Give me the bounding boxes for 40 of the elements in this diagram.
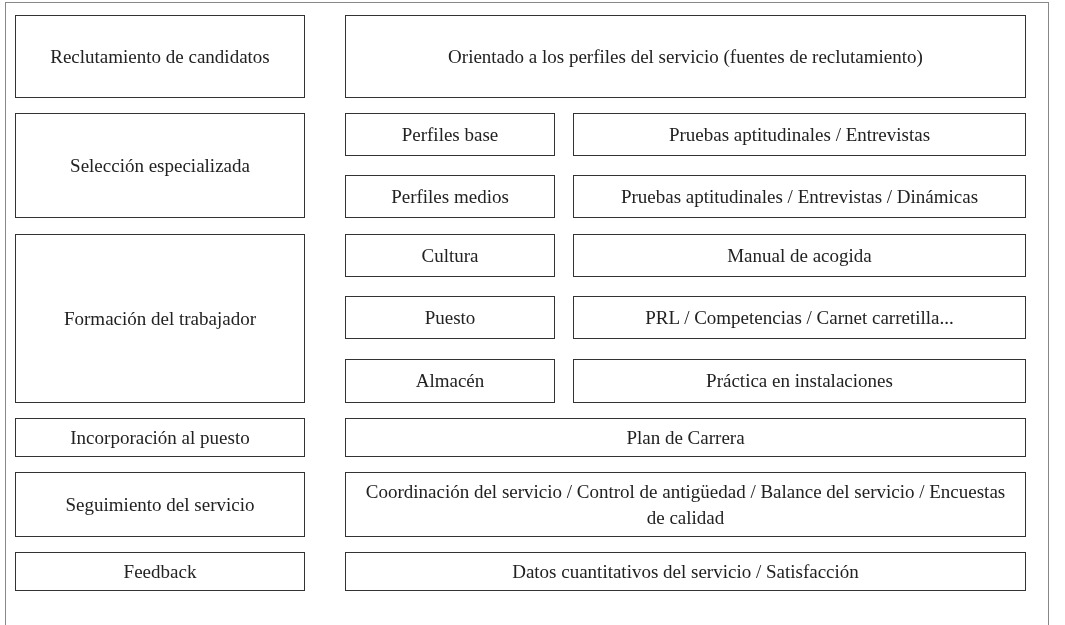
process-box xyxy=(345,418,1026,457)
box-label: Seguimiento del servicio xyxy=(64,492,256,517)
process-box xyxy=(345,113,555,156)
process-box xyxy=(573,296,1026,339)
box-label: Feedback xyxy=(122,559,198,584)
box-label: Coordinación del servicio / Control de antigüedad / Balance del servicio / Encuestas de calidad xyxy=(364,479,1007,530)
box-label: Pruebas aptitudinales / Entrevistas / Dinámicas xyxy=(619,184,980,209)
process-box xyxy=(345,359,555,403)
box-label: Selección especializada xyxy=(69,153,251,178)
box-label: Pruebas aptitudinales / Entrevistas xyxy=(667,122,932,147)
process-box xyxy=(15,552,305,591)
box-label: Almacén xyxy=(414,369,486,394)
box-label: Manual de acogida xyxy=(726,243,873,268)
process-box xyxy=(573,359,1026,403)
process-box xyxy=(15,234,305,403)
box-label: Formación del trabajador xyxy=(62,306,257,331)
box-label: Perfiles base xyxy=(400,122,500,147)
box-label: Cultura xyxy=(420,243,480,268)
process-box xyxy=(345,552,1026,591)
process-box xyxy=(345,472,1026,537)
process-box xyxy=(345,234,555,277)
process-box xyxy=(15,472,305,537)
process-box xyxy=(345,296,555,339)
process-box xyxy=(15,418,305,457)
process-box xyxy=(573,175,1026,218)
box-label: Plan de Carrera xyxy=(625,425,746,450)
process-box xyxy=(15,113,305,218)
process-box xyxy=(15,15,305,98)
box-label: PRL / Competencias / Carnet carretilla... xyxy=(644,305,955,330)
box-label: Práctica en instalaciones xyxy=(705,369,894,394)
box-label: Datos cuantitativos del servicio / Satisfacción xyxy=(511,559,860,584)
box-label: Perfiles medios xyxy=(390,184,510,209)
process-box xyxy=(345,175,555,218)
process-box xyxy=(345,15,1026,98)
box-label: Incorporación al puesto xyxy=(69,425,251,450)
box-label: Reclutamiento de candidatos xyxy=(49,44,271,69)
box-label: Puesto xyxy=(423,305,477,330)
box-label: Orientado a los perfiles del servicio (fuentes de reclutamiento) xyxy=(447,44,924,69)
process-box xyxy=(573,234,1026,277)
process-box xyxy=(573,113,1026,156)
